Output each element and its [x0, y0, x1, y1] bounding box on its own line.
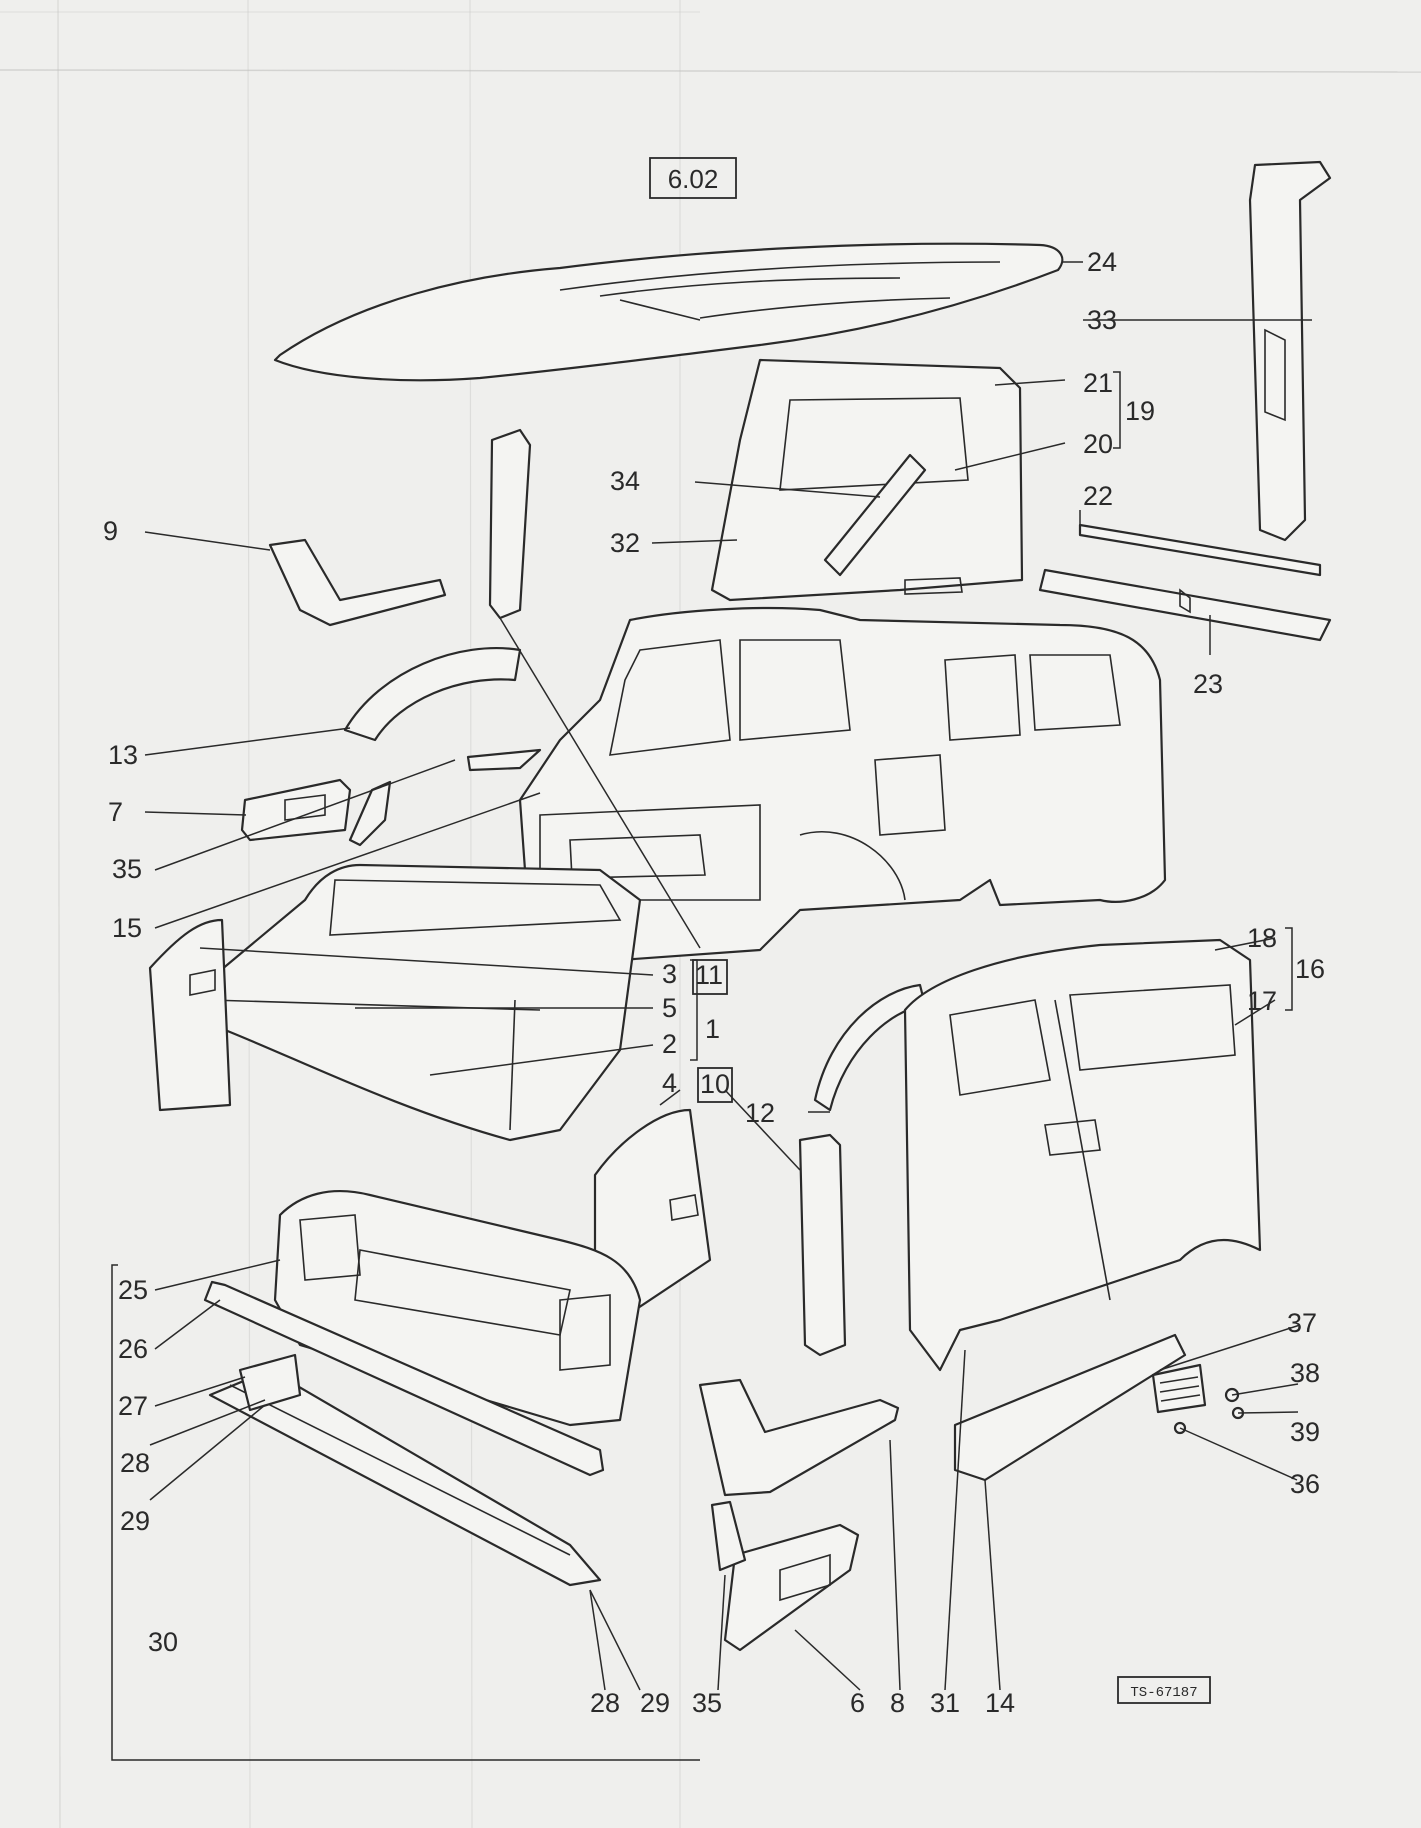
sill-14: [953, 1333, 1187, 1482]
wheel-arch-13: [343, 647, 542, 772]
callout-18: 18: [1247, 923, 1277, 953]
callout-20: 20: [1083, 429, 1113, 459]
callout-16: 16: [1295, 954, 1325, 984]
callout-23: 23: [1193, 669, 1223, 699]
callout-26: 26: [118, 1334, 148, 1364]
callout-21: 21: [1083, 368, 1113, 398]
callout-2: 2: [662, 1029, 677, 1059]
side-panel: [903, 938, 1262, 1372]
drawing-ref-box: TS-67187: [1117, 1676, 1211, 1704]
callout-4: 4: [662, 1068, 677, 1098]
callout-11: 11: [695, 960, 723, 990]
corner-panel-4: [593, 1108, 712, 1312]
callout-24: 24: [1087, 247, 1117, 277]
callout-7: 7: [108, 797, 123, 827]
callout-25: 25: [118, 1275, 148, 1305]
callout-27: 27: [118, 1391, 148, 1421]
bumper-26: [203, 1280, 605, 1477]
callout-38: 38: [1290, 1358, 1320, 1388]
callout-35-upper: 35: [112, 854, 142, 884]
strip-35-lower: [710, 1500, 747, 1572]
callout-12: 12: [745, 1098, 775, 1128]
callout-28-left: 28: [120, 1448, 150, 1478]
callout-39: 39: [1290, 1417, 1320, 1447]
callout-13: 13: [108, 740, 138, 770]
callout-5: 5: [662, 993, 677, 1023]
callout-29-left: 29: [120, 1506, 150, 1536]
callout-labels: 24 33 21 19 20 22 23 34 32 9 13 7 35 15 …: [103, 247, 1325, 1718]
leader-lines: [111, 261, 1312, 1761]
callout-17: 17: [1247, 986, 1277, 1016]
callout-36: 36: [1290, 1469, 1320, 1499]
callout-28-bottom: 28: [590, 1688, 620, 1718]
roof-panel: [273, 242, 1064, 382]
rear-frame: [710, 358, 1024, 602]
sheet-id-box: 6.02: [649, 157, 737, 199]
front-panel: [183, 863, 642, 1142]
callout-22: 22: [1083, 481, 1113, 511]
cab-body-shell: [518, 606, 1167, 962]
callout-10-box: [697, 1067, 733, 1103]
callout-35-bottom: 35: [692, 1688, 722, 1718]
sill-28-29: [208, 1353, 602, 1587]
floor-part-8: [698, 1378, 900, 1497]
callout-37: 37: [1287, 1308, 1317, 1338]
callout-32: 32: [610, 528, 640, 558]
callout-9: 9: [103, 516, 118, 546]
drawing-ref: TS-67187: [1130, 1685, 1197, 1701]
callout-19: 19: [1125, 396, 1155, 426]
callout-6: 6: [850, 1688, 865, 1718]
callout-8: 8: [890, 1688, 905, 1718]
callout-30: 30: [148, 1627, 178, 1657]
corner-panel-15: [148, 918, 232, 1112]
callout-1: 1: [705, 1014, 720, 1044]
pillar-32: [488, 428, 532, 620]
callout-15: 15: [112, 913, 142, 943]
strip-35-upper: [348, 780, 392, 847]
callout-34: 34: [610, 466, 640, 496]
callout-33: 33: [1087, 305, 1117, 335]
callout-29-bottom: 29: [640, 1688, 670, 1718]
callout-10: 10: [700, 1069, 730, 1099]
callout-3: 3: [662, 959, 677, 989]
grille-panel-25: [273, 1189, 642, 1427]
bracket-6: [723, 1523, 860, 1652]
callout-11-box: [692, 959, 728, 995]
strip-10: [798, 1133, 847, 1357]
callout-31: 31: [930, 1688, 960, 1718]
floor-part-9: [268, 538, 447, 627]
sheet-id: 6.02: [668, 164, 719, 194]
rails-22-23: [1038, 523, 1332, 642]
bracket-7: [240, 778, 352, 842]
callout-14: 14: [985, 1688, 1015, 1718]
vent-grille-37: [1151, 1363, 1207, 1414]
rear-pillar-33: [1248, 160, 1332, 542]
